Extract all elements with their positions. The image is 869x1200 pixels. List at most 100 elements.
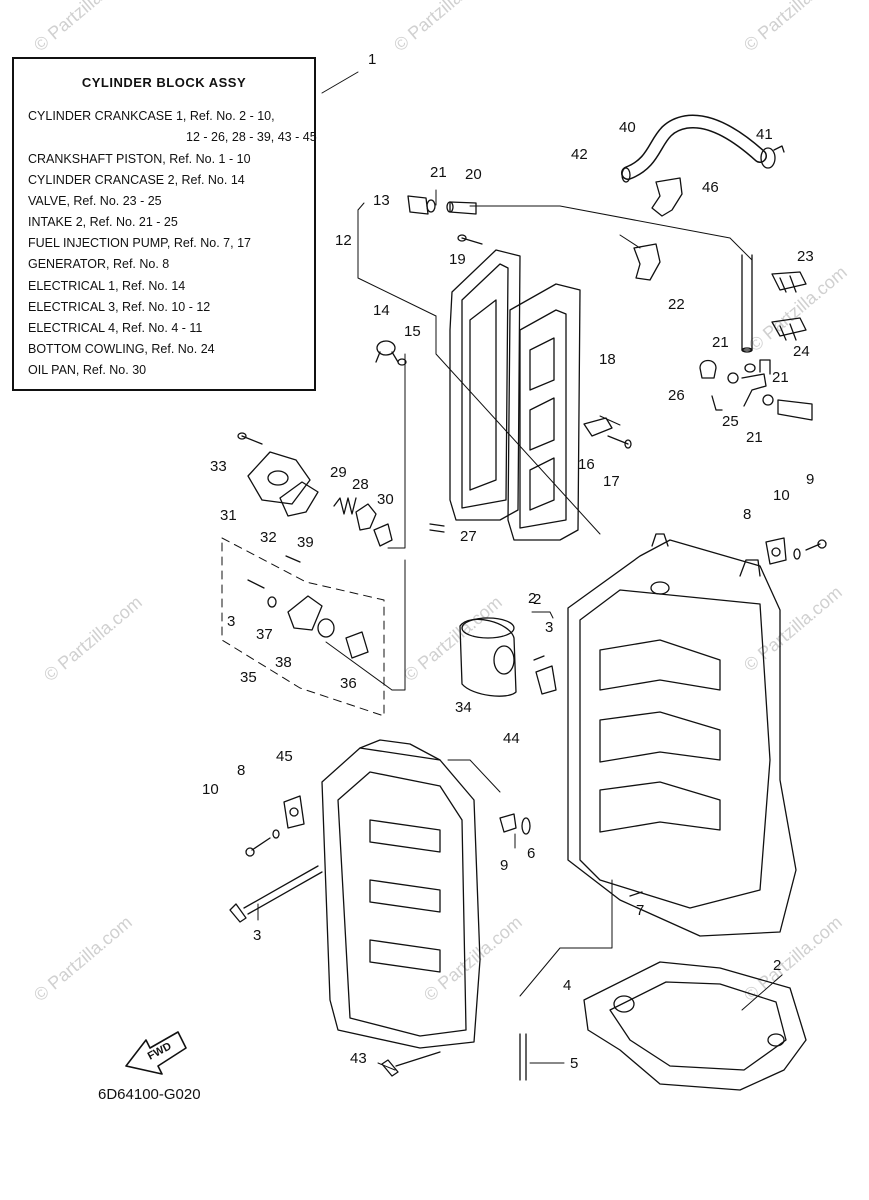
callout-label: 46 bbox=[702, 179, 719, 196]
callout-label: 7 bbox=[636, 902, 645, 919]
valve-part-24 bbox=[771, 317, 807, 341]
legend-line: ELECTRICAL 4, Ref. No. 4 - 11 bbox=[28, 321, 203, 335]
legend-title: CYLINDER BLOCK ASSY bbox=[81, 75, 247, 90]
legend-line: ELECTRICAL 3, Ref. No. 10 - 12 bbox=[28, 300, 211, 314]
pipe-part bbox=[741, 254, 753, 353]
fitting-part-26 bbox=[699, 359, 723, 411]
callout-label: 9 bbox=[500, 857, 509, 874]
spring-part-29 bbox=[333, 497, 357, 515]
callout-label: 44 bbox=[503, 730, 520, 747]
callout-label: 45 bbox=[276, 748, 293, 765]
bolt-part-19 bbox=[457, 234, 483, 245]
callout-label: 21 bbox=[430, 164, 447, 181]
washer-part-38 bbox=[267, 596, 277, 608]
thermostat-cover-part-31 bbox=[247, 451, 311, 505]
callout-label: 38 bbox=[275, 654, 292, 671]
callout-label: 2 bbox=[773, 957, 782, 974]
washer-part-10 bbox=[793, 548, 801, 560]
cap-part-35 bbox=[345, 631, 369, 659]
grommet-part-30 bbox=[373, 523, 393, 547]
bracket-part-8 bbox=[765, 537, 787, 565]
callout-label: 28 bbox=[352, 476, 369, 493]
callout-label: 19 bbox=[449, 251, 466, 268]
gasket-part-32 bbox=[279, 481, 319, 517]
legend-line: VALVE, Ref. No. 23 - 25 bbox=[28, 194, 162, 208]
callout-label: 1 bbox=[368, 51, 377, 68]
legend-line: CRANKSHAFT PISTON, Ref. No. 1 - 10 bbox=[28, 152, 251, 166]
bolt-part-9 bbox=[805, 539, 827, 551]
callout-label: 43 bbox=[350, 1050, 367, 1067]
callout-label: 4 bbox=[563, 977, 572, 994]
callout-label: 21 bbox=[746, 429, 763, 446]
callout-label: 17 bbox=[603, 473, 620, 490]
callout-label: 8 bbox=[237, 762, 246, 779]
callout-label: 21 bbox=[772, 369, 789, 386]
callout-label: 16 bbox=[578, 456, 595, 473]
callout-label: 31 bbox=[220, 507, 237, 524]
callout-label: 33 bbox=[210, 458, 227, 475]
callout-label: 18 bbox=[599, 351, 616, 368]
callout-label: 2 bbox=[533, 591, 542, 608]
callout-label: 22 bbox=[668, 296, 685, 313]
crankcase bbox=[321, 739, 481, 1049]
legend-line: GENERATOR, Ref. No. 8 bbox=[28, 257, 170, 271]
clip-part-27 bbox=[429, 523, 445, 533]
oil-filter-part-44 bbox=[459, 617, 517, 697]
callout-label: 9 bbox=[806, 471, 815, 488]
callout-label: 3 bbox=[545, 619, 554, 636]
clamp-part-41 bbox=[760, 145, 785, 169]
legend-line: OIL PAN, Ref. No. 30 bbox=[28, 363, 147, 377]
callout-label: 8 bbox=[743, 506, 752, 523]
hose-part-40 bbox=[621, 114, 767, 183]
callout-label: 5 bbox=[570, 1055, 579, 1072]
legend-line: CYLINDER CRANCASE 2, Ref. No. 14 bbox=[28, 173, 245, 187]
legend-line: 12 - 26, 28 - 39, 43 - 45 bbox=[186, 130, 317, 144]
callout-label: 23 bbox=[797, 248, 814, 265]
sensor-part-14 bbox=[375, 340, 407, 366]
hose-part-20 bbox=[446, 201, 477, 215]
legend-box: CYLINDER BLOCK ASSY CYLINDER CRANKCASE 1… bbox=[12, 57, 317, 391]
washer-part-10-left bbox=[272, 829, 280, 839]
callout-label: 14 bbox=[373, 302, 390, 319]
holder-part-46 bbox=[651, 177, 683, 217]
legend-line: FUEL INJECTION PUMP, Ref. No. 7, 17 bbox=[28, 236, 251, 250]
subassembly-dashed-box bbox=[221, 537, 385, 717]
callout-label: 29 bbox=[330, 464, 347, 481]
callout-label: 36 bbox=[340, 675, 357, 692]
callout-label: 24 bbox=[793, 343, 810, 360]
legend-line: ELECTRICAL 1, Ref. No. 14 bbox=[28, 279, 186, 293]
callout-label: 27 bbox=[460, 528, 477, 545]
fwd-arrow-icon: FWD bbox=[125, 1031, 187, 1075]
stud-part-11 bbox=[519, 1033, 527, 1081]
seal-part-36b bbox=[317, 618, 335, 638]
callout-label: 6 bbox=[527, 845, 536, 862]
callout-label: 35 bbox=[240, 669, 257, 686]
leader-lines bbox=[257, 71, 783, 1071]
legend-line: CYLINDER CRANKCASE 1, Ref. No. 2 - 10, bbox=[28, 109, 275, 123]
callout-label: 3 bbox=[253, 927, 262, 944]
fitting-part-45 bbox=[535, 665, 557, 695]
legend-line: BOTTOM COWLING, Ref. No. 24 bbox=[28, 342, 215, 356]
callout-label: 20 bbox=[465, 166, 482, 183]
callout-label: 40 bbox=[619, 119, 636, 136]
valve-part-23 bbox=[771, 271, 807, 293]
drawing-code: 6D64100-G020 bbox=[98, 1086, 201, 1103]
legend-line: INTAKE 2, Ref. No. 21 - 25 bbox=[28, 215, 178, 229]
callout-label: 12 bbox=[335, 232, 352, 249]
callout-label: 21 bbox=[712, 334, 729, 351]
cylinder-head-cover bbox=[449, 249, 521, 521]
cylinder-block bbox=[567, 533, 797, 937]
callout-label: 39 bbox=[297, 534, 314, 551]
callout-label: 32 bbox=[260, 529, 277, 546]
gasket-part-43 bbox=[583, 961, 807, 1091]
fitting-part-13 bbox=[407, 195, 436, 215]
gasket-part-18 bbox=[507, 283, 581, 541]
callout-label: 13 bbox=[373, 192, 390, 209]
callout-label: 15 bbox=[404, 323, 421, 340]
bolt-part-37 bbox=[247, 579, 265, 589]
callout-label: 25 bbox=[722, 413, 739, 430]
thermostat-part-28 bbox=[355, 503, 377, 531]
bolt-part-17 bbox=[607, 435, 632, 449]
